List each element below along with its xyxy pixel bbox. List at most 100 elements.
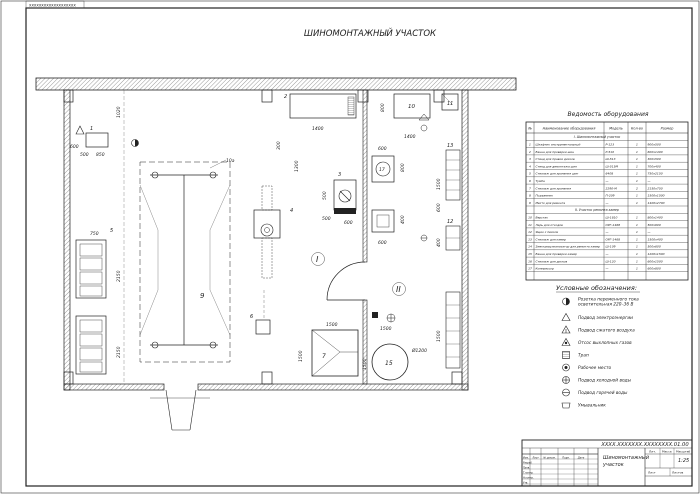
table-cell: Ш-109 [606,245,616,249]
table-cell: 1400х2700 [648,201,665,205]
bottom-wall-left [63,383,165,391]
table-cell: 10 [528,216,532,220]
table-header: Наименование оборудования [543,127,596,131]
table-cell: — [606,267,609,271]
table-cell: — [606,252,609,256]
room-2-label: II [396,285,401,294]
table-cell: 600х1400 [648,150,663,154]
table-cell: Стеллаж для дисков [536,259,568,263]
dim: 1500 [380,326,392,332]
table-cell: Ш-1810 [606,216,618,220]
room-1-circle [311,252,325,266]
table-cell: Стеллаж для хранения [536,186,572,190]
table-header: Кол-во [631,127,643,131]
table-cell: 6408 [606,172,614,176]
label-10a: 10а [226,158,235,164]
label-3: 3 [338,172,341,178]
label-7: 7 [322,353,326,360]
dim: 750 [90,231,99,237]
table-cell: 1 [636,179,638,183]
right-wall [461,89,469,391]
stamp-row-label: № докум. [542,456,556,459]
dim: 2150 [116,270,122,282]
table-cell: 1 [636,259,638,263]
stamp-role: Т.контр. [523,472,534,475]
label-11: 11 [447,101,453,107]
entrance-gate [165,389,197,431]
item-14-vulcanizer [371,209,395,233]
item-5-shelving [75,239,107,375]
stamp-col-lit: Лит. [649,450,656,454]
legend-item: Отсос выхлопных газов [578,340,632,346]
table-cell: 1 [636,245,638,249]
table-cell: — [648,230,651,234]
label-17: 17 [379,167,385,173]
item-3-disc-straightener [333,179,357,214]
table-cell: 750х2150 [648,172,663,176]
column [451,371,463,385]
table-cell: Стенд для правки дисков [536,157,576,161]
table-cell: 1 [636,223,638,227]
legend-item: Подвод горячей воды [578,390,628,396]
item-7-storage [311,329,359,377]
stamp-col-scale: Масштаб [676,450,690,454]
label-9: 9 [200,292,205,300]
dim: 600 [436,203,442,212]
label-5: 5 [110,228,113,234]
partition-wall-lower [362,299,368,385]
table-cell: Подъемник [536,194,554,198]
table-cell: 600х1500 [648,259,663,263]
item-16-disc-shelf [445,291,461,369]
table-cell: 8 [529,194,531,198]
stamp-row-label: Дата [577,455,585,459]
legend-item: Подвод холодной воды [578,378,632,384]
stamp-role: Н.контр. [523,477,534,480]
drawing-title: ШИНОМОНТАЖНЫЙ УЧАСТОК [304,27,437,39]
table-cell: 1200х1500 [648,252,665,256]
label-13: 13 [447,143,453,149]
table-cell: 7 [529,186,531,190]
column [261,371,273,385]
table-cell: 2 [636,186,638,190]
table-cell: Тумба [536,179,545,183]
table-cell: 1 [636,237,638,241]
dim: 1400 [312,126,324,132]
item-8-lift [139,171,231,349]
top-wall [35,77,517,91]
table-cell: 14 [528,245,532,249]
table-cell: Ш-513 [606,157,616,161]
dim: 1500 [298,350,304,362]
item-2-tire-bath [289,93,357,119]
stamp-sheet: Лист [648,471,656,475]
dim: 1500 [326,322,338,328]
item-10-workbench [393,93,431,119]
table-cell: 11 [528,223,532,227]
equipment-table-title: Ведомость оборудования [568,111,649,118]
table-cell: 9 [529,201,531,205]
item-15-tube-bath [371,343,409,381]
item-2-detail [347,96,355,116]
dim: 1500 [436,330,442,342]
table-cell: 300х500 [648,157,661,161]
dim: 1300 [294,160,300,172]
table-cell: 1500х1500 [648,194,665,198]
table-cell: 1 [636,150,638,154]
table-cell: 1 [636,201,638,205]
dim: 1020 [116,106,122,118]
table-cell: 2 [529,150,531,154]
dim: 400 [400,215,406,224]
item-4-tire-changer [253,185,281,279]
legend-item: Подвод электроэнергии [578,315,633,321]
drain-symbol [372,312,378,318]
label-4: 4 [290,208,293,214]
legend: Условные обозначения: Розетка переменног… [556,284,640,409]
table-cell: — [606,230,609,234]
dim: 300 [276,141,282,150]
table-cell: Стеллаж для камер [536,237,566,241]
dim: 600 [70,144,79,150]
